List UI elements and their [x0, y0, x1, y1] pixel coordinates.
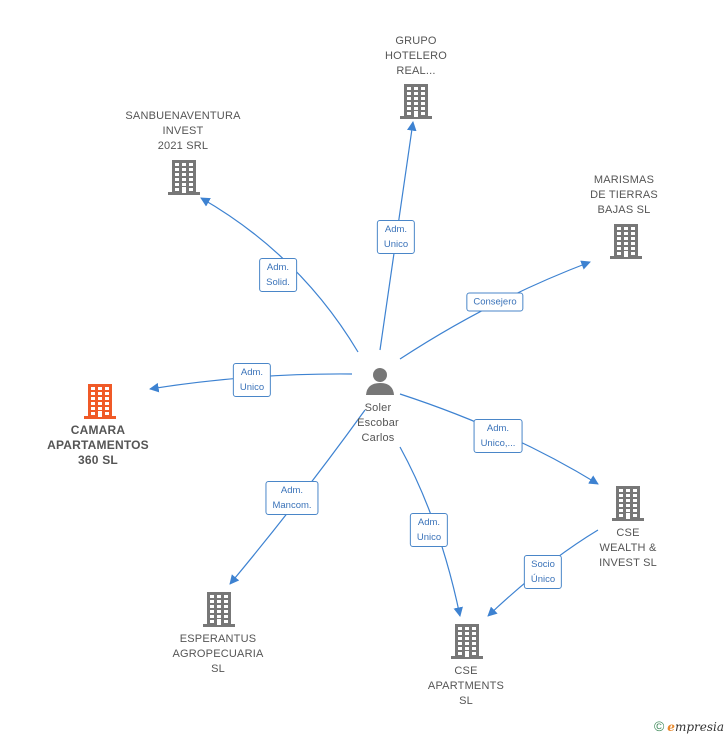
- edge-label-camara[interactable]: Adm. Unico: [232, 363, 272, 397]
- edge-label-line: Adm.: [240, 367, 264, 378]
- building-icon-cseapart[interactable]: [450, 623, 484, 664]
- edge-label-esperantus[interactable]: Adm. Mancom.: [265, 481, 319, 515]
- edge-label-sanbuena[interactable]: Adm. Solid.: [259, 258, 297, 292]
- edge-label-cseapart[interactable]: Adm. Unico: [409, 513, 449, 547]
- company-label-grupo[interactable]: GRUPO HOTELERO REAL...: [385, 34, 447, 79]
- company-label-csewealth-line: CSE: [616, 527, 640, 539]
- footer-brand: ©empresia: [654, 718, 724, 734]
- person-label-line: Carlos: [361, 432, 395, 444]
- building-icon-grupo[interactable]: [399, 83, 433, 124]
- company-label-cseapart-line: SL: [459, 695, 473, 707]
- edge-label-line: Unico: [383, 239, 409, 250]
- brand-logo: empresia: [667, 720, 724, 734]
- building-icon-camara[interactable]: [83, 383, 117, 424]
- building-icon-marismas[interactable]: [609, 223, 643, 264]
- edge-label-line: Adm.: [384, 224, 408, 235]
- company-label-csewealth-line: INVEST SL: [599, 557, 657, 569]
- company-label-marismas-line: BAJAS SL: [597, 204, 651, 216]
- company-label-camara-line: APARTAMENTOS: [47, 438, 149, 452]
- person-icon[interactable]: [365, 366, 395, 401]
- company-label-sanbuena-line: INVEST: [162, 125, 204, 137]
- company-label-grupo-line: GRUPO: [395, 35, 437, 47]
- company-label-csewealth-line: WEALTH &: [599, 542, 657, 554]
- edge-label-line: Adm.: [280, 485, 304, 496]
- person-label-line: Soler: [364, 402, 392, 414]
- edge-label-line: Mancom.: [272, 500, 312, 511]
- company-label-csewealth[interactable]: CSE WEALTH & INVEST SL: [599, 526, 657, 571]
- edge-label-line: Adm.: [486, 423, 510, 434]
- company-label-marismas-line: DE TIERRAS: [590, 189, 658, 201]
- company-label-camara-line: 360 SL: [78, 453, 118, 467]
- edge-label-line: Consejero: [473, 296, 517, 308]
- person-label-line: Escobar: [357, 417, 399, 429]
- edge-label-line: Adm.: [266, 262, 290, 273]
- company-label-cseapart-line: APARTMENTS: [427, 680, 505, 692]
- company-label-marismas[interactable]: MARISMAS DE TIERRAS BAJAS SL: [590, 173, 658, 218]
- edge-label-line: Unico: [239, 382, 265, 393]
- edge-label-line: Unico: [416, 532, 442, 543]
- company-label-sanbuena-line: SANBUENAVENTURA: [125, 110, 241, 122]
- company-label-cseapart-line: CSE: [454, 665, 478, 677]
- copyright-icon: ©: [653, 718, 665, 734]
- edge-label-grupo[interactable]: Adm. Unico: [376, 220, 416, 254]
- company-label-sanbuena-line: 2021 SRL: [157, 140, 209, 152]
- edge-label-line: Único: [530, 574, 556, 585]
- edge-label-marismas[interactable]: Consejero: [466, 292, 524, 312]
- building-icon-sanbuena[interactable]: [167, 159, 201, 200]
- company-label-camara-line: CAMARA: [70, 423, 126, 437]
- company-label-esperantus-line: AGROPECUARIA: [172, 648, 264, 660]
- company-label-marismas-line: MARISMAS: [593, 174, 655, 186]
- edge-label-line: Unico,...: [480, 438, 516, 449]
- building-icon-esperantus[interactable]: [202, 591, 236, 632]
- company-label-esperantus-line: ESPERANTUS: [179, 633, 257, 645]
- edge-label-line: Adm.: [417, 517, 441, 528]
- edge-label-line: Solid.: [266, 277, 290, 288]
- company-label-grupo-line: REAL...: [396, 65, 436, 77]
- edge-label-line: Socio: [531, 559, 555, 570]
- company-label-cseapart[interactable]: CSE APARTMENTS SL: [428, 664, 504, 709]
- company-label-grupo-line: HOTELERO: [384, 50, 448, 62]
- company-label-esperantus-line: SL: [211, 663, 225, 675]
- company-label-esperantus[interactable]: ESPERANTUS AGROPECUARIA SL: [172, 632, 263, 677]
- building-icon-csewealth[interactable]: [611, 485, 645, 526]
- edge-label-csewealth[interactable]: Adm. Unico,...: [473, 419, 523, 453]
- company-label-sanbuena[interactable]: SANBUENAVENTURA INVEST 2021 SRL: [125, 109, 240, 154]
